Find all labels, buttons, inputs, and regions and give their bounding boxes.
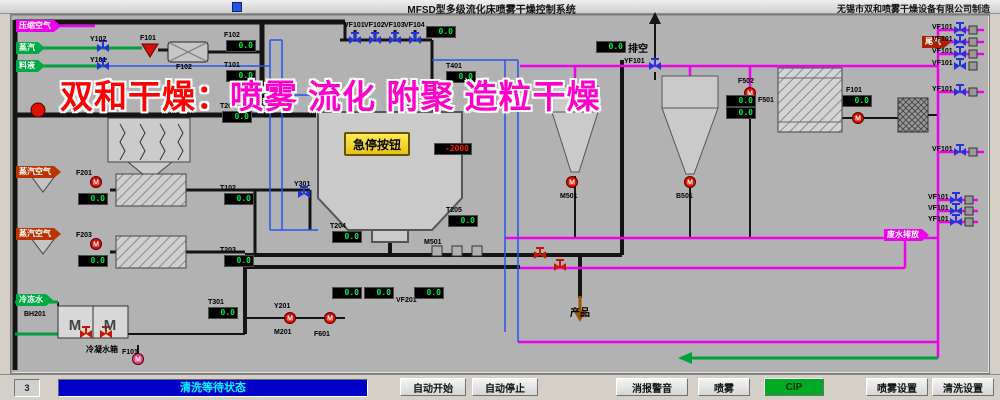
status-bar: 清洗等待状态 [58,379,368,397]
air-inlet-cone-2 [27,233,59,255]
bottom-toolbar: 3 清洗等待状态 自动开始自动停止 消报警音喷雾 CIP 喷雾设置清洗设置 [0,374,1000,400]
page-indicator[interactable]: 3 [14,379,40,397]
vent-arrow-icon [649,12,661,24]
auto-start-button[interactable]: 自动开始 [400,378,466,396]
clean-settings-button[interactable]: 清洗设置 [932,378,994,396]
tank-pump-glyph: M [104,317,117,334]
watermark-suffix: 喷雾 流化 附聚 造粒干燥 [230,78,601,115]
emergency-stop-button[interactable]: 急停按钮 [344,132,410,156]
valve-actuator [968,61,978,71]
valve-actuator [968,37,978,47]
pump-letter: M [327,316,333,323]
air-inlet-cone-1 [27,171,59,193]
spray-settings-button[interactable]: 喷雾设置 [866,378,928,396]
heater-f102 [167,41,209,63]
silence-alarm-button[interactable]: 消报警音 [616,378,688,396]
valve-actuator [964,217,974,227]
pump-icon[interactable] [566,176,578,188]
manufacturer-label: 无锡市双和喷雾干燥设备有限公司制造 [836,4,990,14]
valve-actuator [968,147,978,157]
pump-icon[interactable] [132,353,144,365]
spray-button[interactable]: 喷雾 [698,378,750,396]
pump-icon[interactable] [284,312,296,324]
valve-actuator [964,195,974,205]
app-icon [232,2,242,12]
valve-actuator [968,25,978,35]
drying-chamber [317,100,463,243]
pump-icon[interactable] [324,312,336,324]
air-heater-1 [115,173,187,207]
cyclone-2 [661,75,719,175]
exhaust-filter [897,97,929,133]
pump-icon[interactable] [852,112,864,124]
cip-button[interactable]: CIP [764,378,824,396]
alarm-indicator [30,102,46,118]
pump-letter: M [287,316,293,323]
valve-actuator [968,49,978,59]
pump-letter: M [135,357,141,364]
valve-actuator [968,87,978,97]
pump-letter: M [93,180,99,187]
pump-letter: M [93,242,99,249]
bag-filter [107,117,191,181]
pump-letter: M [687,180,693,187]
rotary-valves [431,245,483,257]
valve-actuator [964,206,974,216]
tank-pump-glyph: M [69,317,82,334]
pump-icon[interactable] [90,176,102,188]
window-title: MFSD型多级流化床喷雾干燥控制系统 [407,5,576,16]
watermark: 双和干燥：喷雾 流化 附聚 造粒干燥 [60,70,601,118]
pump-letter: M [569,180,575,187]
heat-exchanger [777,67,843,133]
product-arrow-icon [573,310,587,322]
air-heater-2 [115,235,187,269]
pump-icon[interactable] [90,238,102,250]
condensate-tank [57,305,129,339]
watermark-prefix: 双和干燥： [60,78,230,115]
cyclone-1 [551,85,599,173]
title-bar: MFSD型多级流化床喷雾干燥控制系统 无锡市双和喷雾干燥设备有限公司制造 [0,0,1000,16]
pipes-blue [109,39,519,342]
pump-f101-icon [141,43,159,58]
pump-letter: M [747,91,753,98]
cip-arrow-icon [678,352,692,364]
pump-letter: M [855,116,861,123]
pump-icon[interactable] [684,176,696,188]
auto-stop-button[interactable]: 自动停止 [472,378,538,396]
